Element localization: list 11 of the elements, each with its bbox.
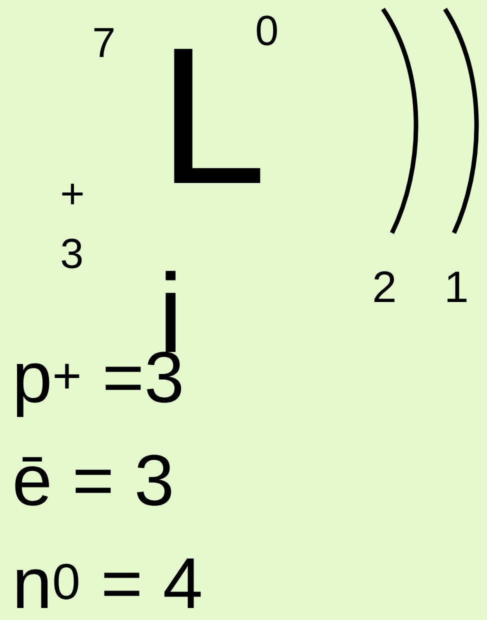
mass-number: 7 bbox=[94, 28, 114, 57]
nucleus-charge-sign: + bbox=[62, 184, 83, 204]
nucleus-charge-number: 3 bbox=[62, 238, 82, 268]
element-symbol: i bbox=[166, 270, 176, 352]
element-symbol: L bbox=[174, 48, 260, 183]
shell-electron-count: 2 bbox=[374, 271, 394, 302]
electron-count: ē = 3 bbox=[15, 454, 172, 506]
proton-count: p$^{+}$ =3 bbox=[16, 352, 182, 417]
charge-number: 0 bbox=[256, 16, 277, 46]
neutron-count: n$^{0}$ = 4 bbox=[16, 558, 201, 608]
shell-electron-count: 1 bbox=[448, 272, 467, 302]
